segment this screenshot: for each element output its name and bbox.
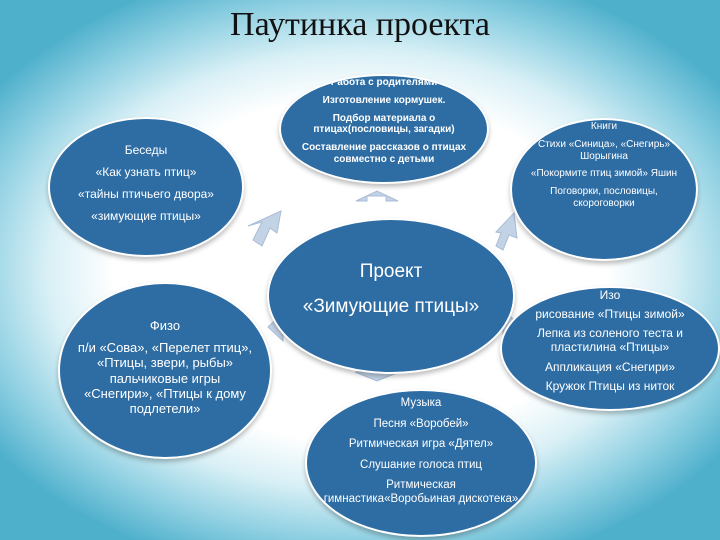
- node-line: Ритмическая игра «Дятел»: [348, 438, 494, 451]
- node-line: «тайны птичьего двора»: [78, 187, 214, 201]
- node-heading: Работа с родителями: [330, 77, 438, 88]
- node-line: Стихи «Синица», «Снегирь» Шорыгина: [537, 138, 671, 162]
- node-line: Поговорки, пословицы, скороговорки: [550, 186, 658, 209]
- node-heading: Музыка: [400, 397, 442, 409]
- node-line: Подбор материала о птицах(пословицы, заг…: [313, 112, 455, 136]
- arrow-up: [355, 190, 399, 202]
- node-music: Музыка Песня «Воробей» Ритмическая игра …: [305, 389, 537, 537]
- center-topic: «Зимующие птицы»: [302, 296, 480, 317]
- node-line: Слушание голоса птиц: [360, 458, 482, 471]
- node-parents-work: Работа с родителями Изготовление кормуше…: [279, 74, 489, 184]
- node-line: Кружок Птицы из ниток: [545, 378, 675, 393]
- node-line: «Как узнать птиц»: [95, 164, 197, 179]
- node-heading: Изо: [599, 288, 621, 302]
- arrow-up-right: [495, 211, 518, 251]
- page-title: Паутинка проекта: [230, 6, 490, 43]
- node-books: Книги Стихи «Синица», «Снегирь» Шорыгина…: [510, 118, 698, 261]
- node-project-center: Проект «Зимующие птицы»: [267, 218, 515, 374]
- node-line: «Покормите птиц зимой» Яшин: [530, 168, 678, 180]
- node-physical-education: Физо п/и «Сова», «Перелет птиц», «Птицы,…: [58, 282, 272, 459]
- node-heading: Беседы: [124, 142, 168, 157]
- node-line: Ритмическая гимнастика«Воробьиная дискот…: [323, 479, 519, 505]
- node-line: рисование «Птицы зимой»: [535, 307, 685, 322]
- node-heading: Книги: [590, 121, 618, 132]
- node-line: п/и «Сова», «Перелет птиц», «Птицы, звер…: [77, 339, 253, 417]
- node-art: Изо рисование «Птицы зимой» Лепка из сол…: [500, 286, 720, 411]
- center-heading: Проект: [359, 261, 423, 283]
- node-line: Песня «Воробей»: [373, 417, 469, 430]
- node-heading: Физо: [149, 317, 181, 333]
- node-conversations: Беседы «Как узнать птиц» «тайны птичьего…: [48, 117, 244, 257]
- node-line: «зимующие птицы»: [91, 209, 201, 224]
- node-line: Аппликация «Снегири»: [544, 359, 676, 374]
- node-line: Составление рассказов о птицах совместно…: [301, 142, 467, 165]
- node-line: Изготовление кормушек.: [322, 94, 446, 106]
- arrow-up-left: [247, 210, 282, 247]
- node-line: Лепка из соленого теста и пластилина «Пт…: [537, 326, 683, 355]
